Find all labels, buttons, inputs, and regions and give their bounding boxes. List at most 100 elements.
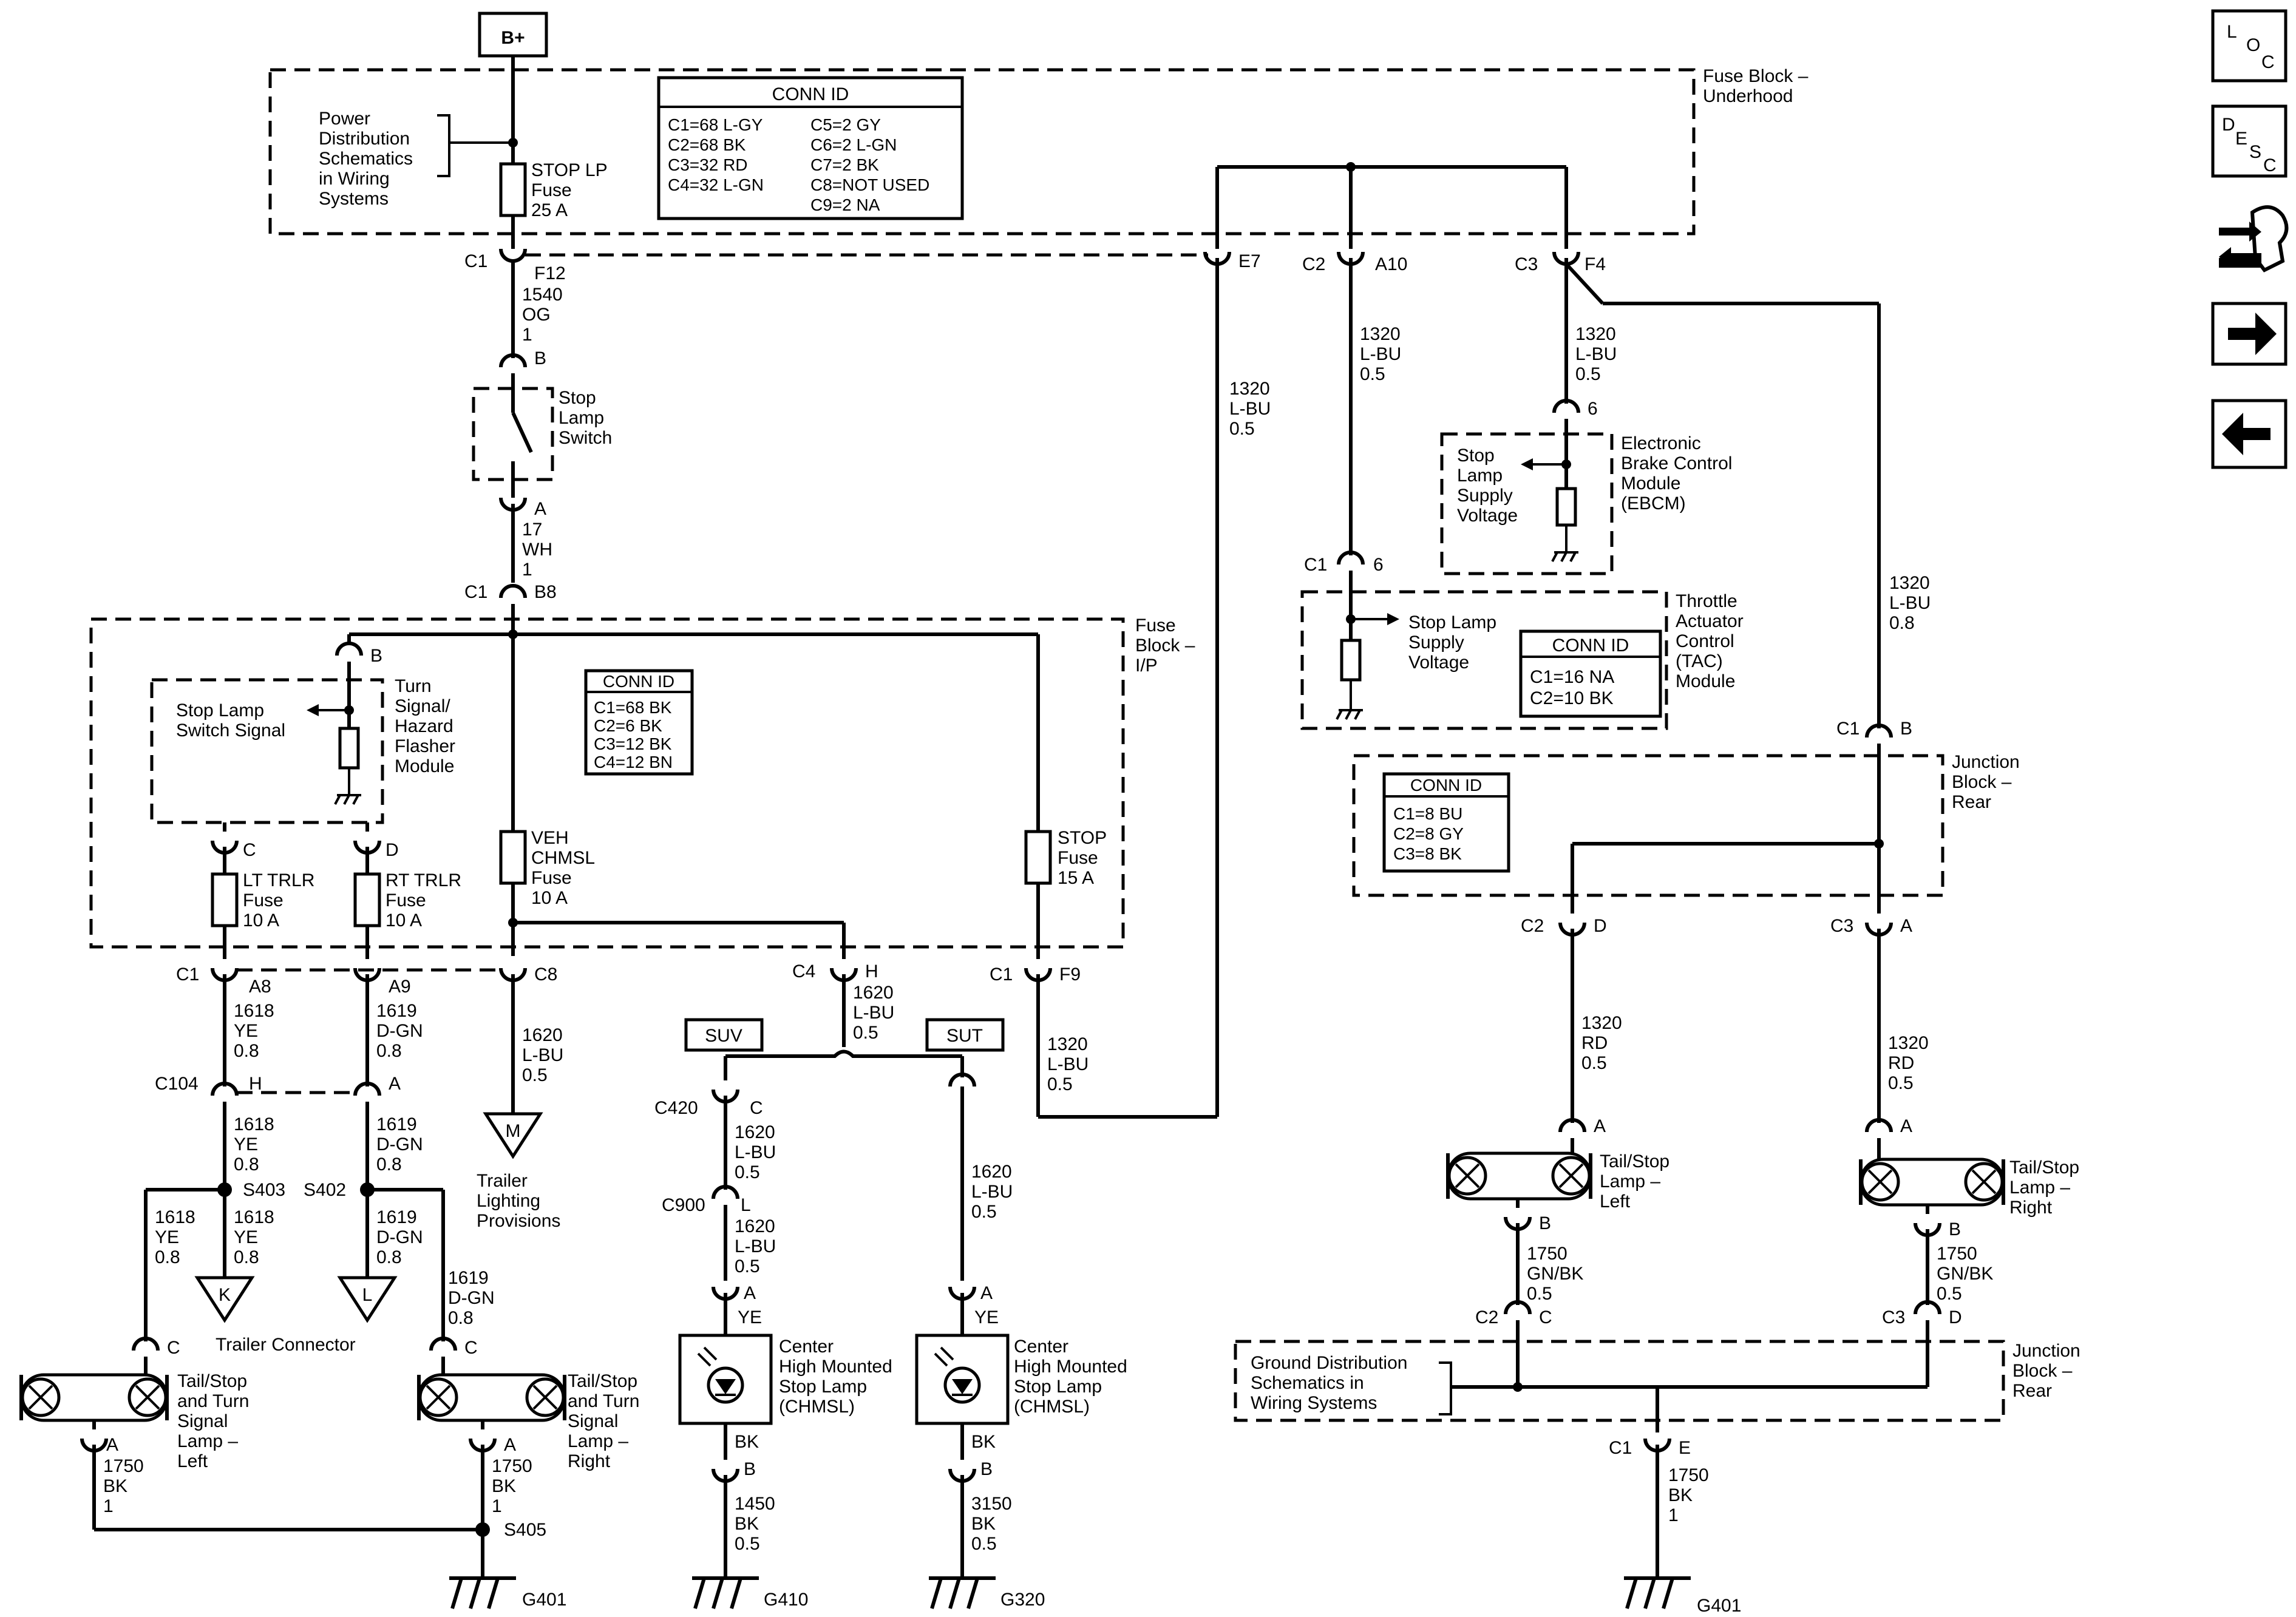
svg-text:Tail/Stop: Tail/Stop — [2009, 1158, 2079, 1178]
svg-text:GN/BK: GN/BK — [1937, 1264, 1993, 1284]
svg-text:C1: C1 — [990, 964, 1013, 985]
svg-text:1750: 1750 — [1527, 1244, 1567, 1264]
svg-text:D-GN: D-GN — [448, 1288, 495, 1308]
svg-text:C2: C2 — [1302, 254, 1325, 274]
svg-text:1618: 1618 — [234, 1114, 274, 1134]
svg-text:C: C — [2261, 52, 2275, 72]
svg-text:Supply: Supply — [1457, 486, 1513, 506]
svg-text:OG: OG — [522, 305, 551, 325]
conn-id-ip: CONN ID C1=68 BK C2=6 BK C3=12 BK C4=12 … — [584, 669, 694, 776]
svg-text:A: A — [980, 1283, 993, 1303]
svg-text:G410: G410 — [764, 1590, 808, 1610]
svg-text:H: H — [249, 1074, 262, 1094]
fuse-block-underhood-label2: Underhood — [1703, 86, 1793, 106]
svg-text:A10: A10 — [1375, 254, 1407, 274]
svg-text:CONN ID: CONN ID — [603, 672, 674, 691]
svg-text:0.5: 0.5 — [1047, 1074, 1073, 1094]
svg-text:C2: C2 — [1475, 1307, 1498, 1327]
ground-g410 — [692, 1576, 759, 1609]
previous-arrow-button[interactable] — [2211, 399, 2288, 469]
svg-text:1750: 1750 — [1937, 1244, 1977, 1264]
tail-lamp-right — [417, 1373, 566, 1422]
svg-text:Voltage: Voltage — [1457, 506, 1518, 526]
svg-text:Provisions: Provisions — [477, 1211, 560, 1231]
svg-text:B: B — [980, 1459, 993, 1479]
svg-text:I/P: I/P — [1135, 656, 1158, 676]
svg-text:1750: 1750 — [492, 1456, 532, 1476]
svg-text:0.8: 0.8 — [1889, 613, 1915, 633]
svg-text:1320: 1320 — [1360, 324, 1401, 344]
svg-text:Junction: Junction — [1952, 752, 2020, 772]
tools-icon[interactable] — [2219, 205, 2289, 273]
svg-text:Fuse: Fuse — [531, 180, 572, 200]
svg-text:1620: 1620 — [971, 1162, 1012, 1182]
svg-text:S405: S405 — [504, 1520, 546, 1540]
svg-text:Lamp –: Lamp – — [1600, 1171, 1660, 1192]
svg-text:A: A — [504, 1435, 516, 1455]
svg-text:L: L — [741, 1195, 751, 1215]
svg-text:Trailer: Trailer — [477, 1171, 528, 1191]
svg-text:Left: Left — [177, 1451, 208, 1471]
svg-text:LT TRLR: LT TRLR — [243, 870, 314, 890]
svg-text:Stop Lamp: Stop Lamp — [1408, 612, 1496, 632]
svg-text:VEH: VEH — [531, 828, 569, 848]
svg-text:S403: S403 — [243, 1180, 285, 1200]
svg-text:BK: BK — [103, 1476, 127, 1496]
svg-text:L: L — [362, 1285, 373, 1305]
loc-button[interactable]: L O C — [2211, 9, 2288, 83]
svg-text:Module: Module — [1676, 671, 1735, 691]
svg-text:GN/BK: GN/BK — [1527, 1264, 1583, 1284]
svg-text:Module: Module — [395, 756, 454, 776]
chmsl-sut — [915, 1334, 1010, 1425]
svg-text:1750: 1750 — [1668, 1465, 1709, 1485]
svg-text:Throttle: Throttle — [1676, 591, 1737, 611]
svg-text:and Turn: and Turn — [177, 1391, 249, 1411]
ground-g401-left — [449, 1576, 516, 1609]
svg-text:YE: YE — [234, 1227, 258, 1247]
svg-text:Ground Distribution: Ground Distribution — [1251, 1353, 1407, 1373]
svg-text:C: C — [2263, 155, 2277, 175]
next-arrow-button[interactable] — [2211, 302, 2288, 366]
desc-button[interactable]: D E S C — [2211, 104, 2288, 178]
svg-text:25 A: 25 A — [531, 200, 568, 220]
svg-text:E: E — [1679, 1438, 1691, 1458]
svg-text:C1: C1 — [464, 251, 487, 271]
svg-text:B8: B8 — [534, 582, 557, 602]
svg-text:C3=12 BK: C3=12 BK — [594, 734, 672, 753]
svg-text:CONN ID: CONN ID — [1410, 776, 1482, 795]
svg-text:L-BU: L-BU — [1889, 593, 1931, 613]
svg-text:O: O — [2246, 35, 2260, 55]
svg-text:Distribution: Distribution — [319, 129, 410, 149]
svg-text:F12: F12 — [534, 263, 566, 283]
svg-text:1320: 1320 — [1575, 324, 1616, 344]
svg-text:A: A — [744, 1283, 756, 1303]
svg-text:BK: BK — [971, 1514, 996, 1534]
svg-text:A: A — [1594, 1116, 1606, 1136]
svg-text:C: C — [464, 1338, 478, 1358]
svg-text:Signal: Signal — [177, 1411, 228, 1431]
svg-text:Signal/: Signal/ — [395, 696, 450, 716]
tail-stop-lamp-left-rear — [1446, 1151, 1592, 1201]
svg-text:1618: 1618 — [234, 1001, 274, 1021]
svg-text:Tail/Stop: Tail/Stop — [1600, 1151, 1669, 1171]
svg-text:Rear: Rear — [2012, 1381, 2052, 1401]
svg-text:Lamp –: Lamp – — [568, 1431, 628, 1451]
svg-text:C4=12 BN: C4=12 BN — [594, 753, 673, 771]
suv-box — [684, 1018, 764, 1052]
svg-text:Left: Left — [1600, 1192, 1631, 1212]
junction-block-rear — [1352, 754, 1944, 897]
svg-text:D-GN: D-GN — [376, 1227, 423, 1247]
svg-text:Wiring Systems: Wiring Systems — [1251, 1393, 1377, 1413]
junction-block-rear-ground — [1234, 1340, 2005, 1422]
svg-text:0.8: 0.8 — [234, 1041, 259, 1061]
svg-text:0.8: 0.8 — [234, 1247, 259, 1267]
svg-text:YE: YE — [738, 1307, 762, 1327]
svg-text:M: M — [506, 1121, 521, 1141]
svg-text:Tail/Stop: Tail/Stop — [568, 1371, 637, 1391]
svg-text:A: A — [106, 1435, 118, 1455]
svg-text:E7: E7 — [1238, 251, 1261, 271]
svg-text:Center: Center — [1014, 1337, 1068, 1357]
svg-text:L-BU: L-BU — [853, 1003, 894, 1023]
svg-text:A: A — [534, 499, 546, 519]
svg-text:BK: BK — [492, 1476, 516, 1496]
